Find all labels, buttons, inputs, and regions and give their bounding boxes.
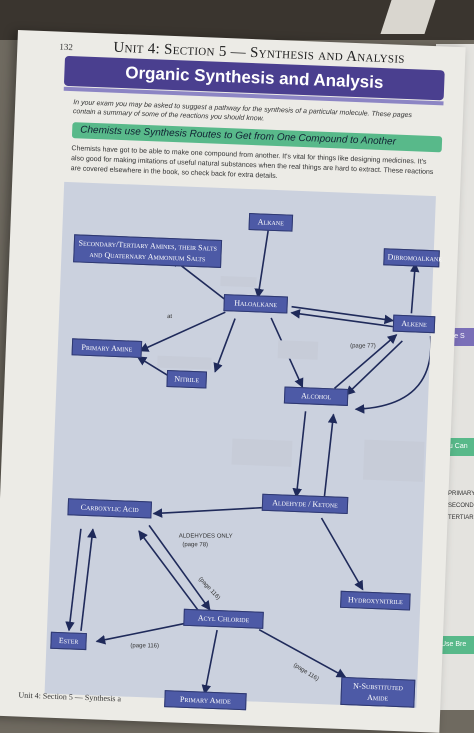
- node-acyl-chloride: Acyl Chloride: [183, 608, 264, 629]
- arrow-acyl-ester: [95, 622, 188, 645]
- arrow-nitrile-primary-amine: [136, 356, 170, 377]
- node-carboxylic-acid: Carboxylic Acid: [67, 498, 152, 519]
- arrow-acyl-primary-amide: [201, 629, 218, 695]
- obscured-label: [277, 340, 319, 360]
- next-page-text-3: TERTIAR: [448, 515, 474, 521]
- node-ester: Ester: [50, 631, 87, 651]
- arrow-haloalkane-primary-amine: [138, 311, 226, 352]
- node-primary-amide: Primary Amide: [164, 690, 247, 711]
- node-alkene: Alkene: [392, 314, 436, 334]
- book-page: 132 Unit 4: Section 5 — Synthesis and An…: [0, 30, 466, 733]
- node-alcohol: Alcohol: [283, 386, 349, 406]
- arrow-carboxylic-ester: [65, 528, 82, 632]
- obscured-label: [220, 275, 257, 288]
- arrow-aldehyde-alcohol: [323, 413, 338, 499]
- obscured-label: [157, 355, 212, 370]
- next-page-band-3: Use Bre: [438, 636, 474, 654]
- annot-page-77: (page 77): [350, 343, 376, 350]
- page-number: 132: [59, 41, 74, 53]
- node-hydroxynitrile: Hydroxynitrile: [340, 590, 411, 611]
- annot-at: at: [167, 314, 173, 321]
- arrow-alkane-haloalkane: [254, 227, 270, 299]
- node-n-substituted-amide: N-Substituted Amide: [340, 676, 416, 708]
- arrow-alkene-alcohol: [345, 340, 403, 396]
- arrow-alkene-haloalkane: [290, 309, 393, 328]
- obscured-label: [362, 439, 425, 482]
- annot-page-116-b: (page 116): [130, 643, 160, 650]
- node-primary-amine: Primary Amine: [71, 338, 143, 358]
- arrow-carboxylic-acyl: [148, 524, 211, 611]
- node-nitrile: Nitrile: [166, 369, 208, 389]
- arrow-aldehyde-hydroxynitrile: [320, 517, 364, 591]
- next-page-text-1: PRIMARY: [448, 491, 474, 497]
- arrow-aldehyde-carboxylic: [152, 506, 262, 518]
- arrow-alcohol-aldehyde: [292, 411, 307, 498]
- node-haloalkane: Haloalkane: [223, 294, 288, 314]
- annot-aldehydes-only: ALDEHYDES ONLY: [178, 533, 233, 540]
- node-alkane: Alkane: [248, 213, 294, 232]
- obscured-label: [231, 438, 293, 467]
- node-aldehyde-ketone: Aldehyde / Ketone: [261, 493, 349, 515]
- node-dibromoalkane: Dibromoalkane: [383, 248, 442, 268]
- arrow-haloalkane-nitrile: [213, 318, 236, 373]
- arrow-alkene-dibromoalkane: [409, 262, 420, 314]
- arrow-alcohol-alkene: [333, 334, 398, 390]
- next-page-text: PRIMARY SECOND TERTIAR: [448, 488, 474, 524]
- arrow-ester-carboxylic: [80, 528, 97, 631]
- next-page-text-2: SECOND: [448, 503, 474, 509]
- node-amines: Secondary/Tertiary Amines, their Salts a…: [73, 234, 223, 268]
- body-text: Chemists have got to be able to make one…: [70, 145, 434, 181]
- annot-page-78: (page 78): [182, 542, 209, 549]
- synthesis-route-diagram: Alkane Secondary/Tertiary Amines, their …: [44, 181, 442, 711]
- arrow-acyl-carboxylic: [138, 530, 205, 619]
- arrow-haloalkane-alkene: [291, 305, 395, 325]
- arrow-acyl-n-amide: [258, 628, 347, 678]
